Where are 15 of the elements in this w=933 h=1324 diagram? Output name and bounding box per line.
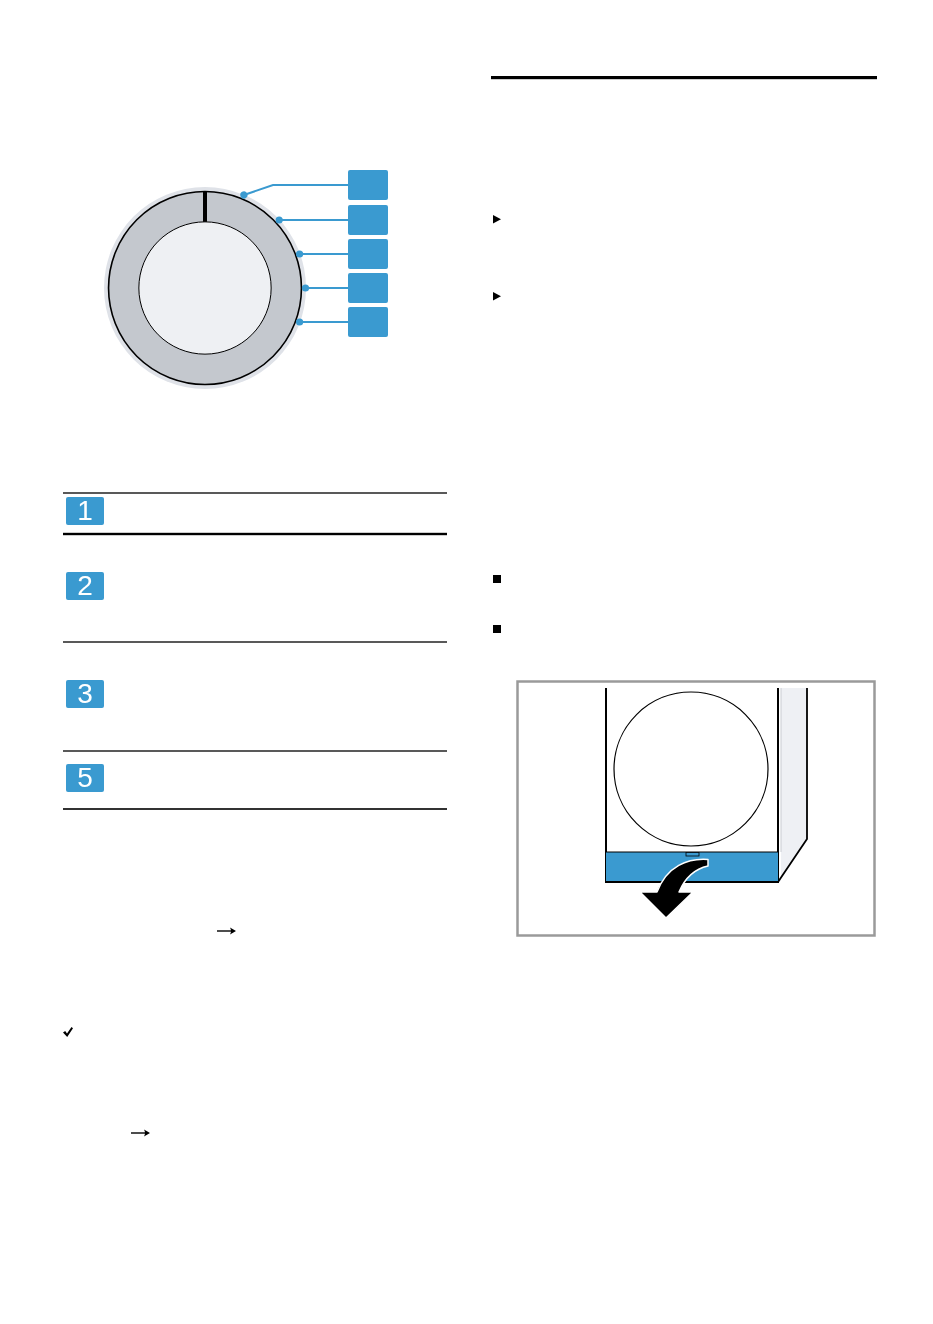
callout-tile [348,170,388,200]
number-badge: 2 [66,572,104,600]
callout-tile [348,239,388,269]
leader-line [301,284,349,292]
number-badge: 5 [66,764,104,792]
callout-tile [348,205,388,235]
number-badge: 3 [66,680,104,708]
leader-line [296,250,349,258]
number-badge: 1 [66,497,104,525]
leader-line [296,318,349,326]
callout-tile [348,273,388,303]
callout-tile [348,307,388,337]
dial-knob [103,187,306,389]
leader-line [275,216,349,224]
leader-line [240,184,349,199]
